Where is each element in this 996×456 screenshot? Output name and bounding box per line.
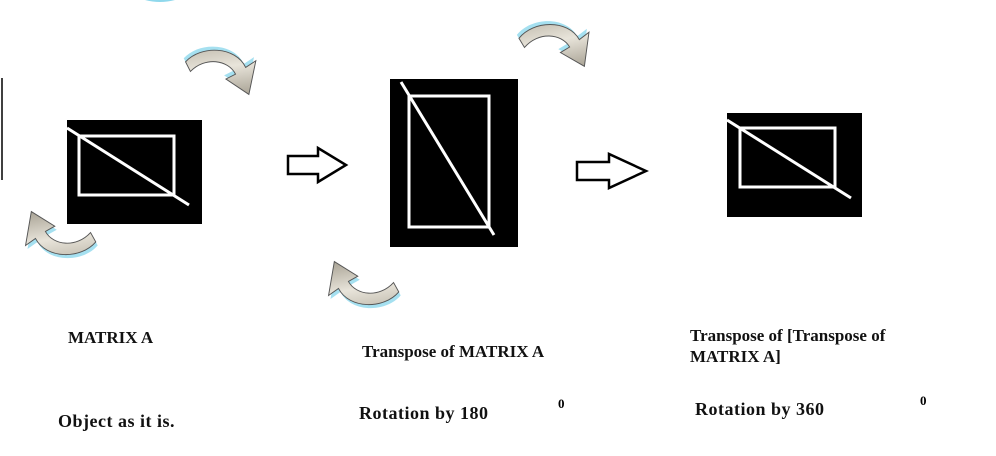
label-matrix-a: MATRIX A — [68, 328, 154, 347]
degree-mark-360: 0 — [920, 393, 927, 408]
right-arrow-icon — [575, 152, 649, 190]
label-transpose-transpose-a: Transpose of [Transpose of MATRIX A] — [690, 326, 886, 366]
caption-rotation-180: Rotation by 180 — [359, 403, 489, 423]
caption-rotation-360: Rotation by 360 — [695, 399, 825, 419]
top-glow-sliver — [145, 0, 175, 2]
curved-rotation-arrow-icon — [323, 261, 406, 318]
caption-object-as-is: Object as it is. — [58, 411, 175, 431]
label-transpose-a: Transpose of MATRIX A — [362, 342, 545, 361]
right-arrow-icon — [286, 145, 349, 185]
curved-rotation-arrow-icon — [512, 12, 594, 67]
transpose-a-panel — [390, 79, 518, 247]
transpose-transpose-a-panel — [726, 113, 862, 217]
curved-rotation-arrow-icon — [178, 36, 261, 95]
degree-mark-180: 0 — [558, 396, 565, 411]
matrix-a-panel — [66, 120, 202, 224]
